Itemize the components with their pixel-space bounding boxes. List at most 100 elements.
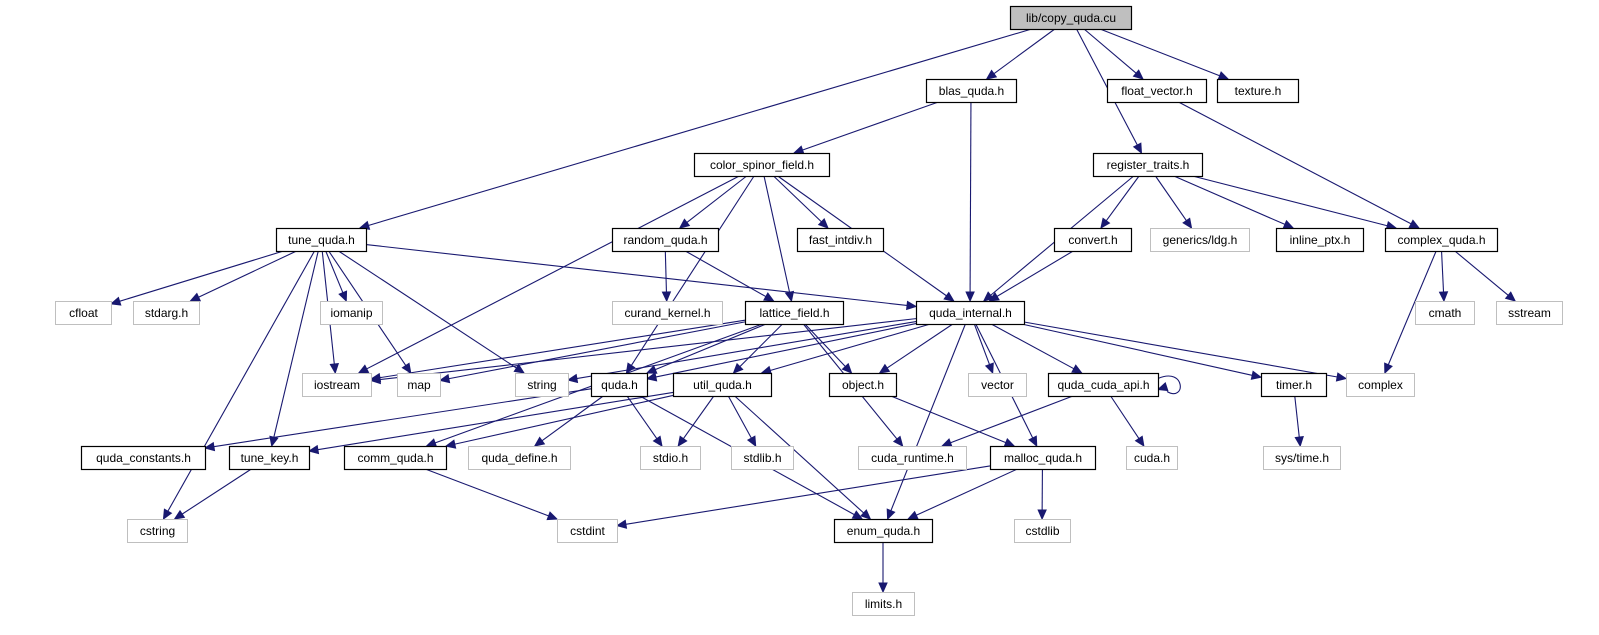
node-label: util_quda.h bbox=[693, 378, 752, 392]
node-label: color_spinor_field.h bbox=[710, 158, 814, 172]
node-quda-internal[interactable]: quda_internal.h bbox=[915, 300, 1026, 326]
node-box bbox=[852, 592, 915, 616]
node-quda[interactable]: quda.h bbox=[590, 372, 649, 398]
edge-arrowhead bbox=[1217, 71, 1230, 80]
node-register-traits[interactable]: register_traits.h bbox=[1092, 152, 1204, 178]
node-object[interactable]: object.h bbox=[828, 372, 898, 398]
edge-copy_quda-to-texture bbox=[1099, 28, 1221, 77]
edge-tune_quda-to-cfloat bbox=[118, 250, 284, 303]
node-box bbox=[1496, 301, 1563, 325]
edge-arrowhead bbox=[615, 519, 628, 529]
node-map: map bbox=[397, 373, 441, 397]
node-box bbox=[275, 227, 368, 253]
edge-register_traits-to-complex_quda bbox=[1192, 175, 1389, 227]
node-tune-quda[interactable]: tune_quda.h bbox=[275, 227, 368, 253]
node-texture[interactable]: texture.h bbox=[1216, 78, 1300, 104]
node-label: tune_quda.h bbox=[288, 233, 355, 247]
node-float-vector[interactable]: float_vector.h bbox=[1106, 78, 1208, 104]
node-label: sys/time.h bbox=[1275, 451, 1329, 465]
node-label: register_traits.h bbox=[1107, 158, 1190, 172]
node-copy-quda[interactable]: lib/copy_quda.cu bbox=[1009, 5, 1133, 31]
node-util-quda[interactable]: util_quda.h bbox=[672, 372, 773, 398]
edge-arrowhead bbox=[566, 373, 579, 384]
node-label: cmath bbox=[1429, 306, 1462, 320]
node-limits: limits.h bbox=[852, 592, 915, 616]
edge-arrowhead bbox=[173, 509, 186, 520]
node-box bbox=[672, 372, 773, 398]
edge-quda_internal-to-quda_cuda_api bbox=[990, 323, 1075, 370]
node-label: iostream bbox=[314, 378, 360, 392]
node-label: cstring bbox=[140, 524, 175, 538]
node-box bbox=[228, 445, 311, 471]
node-box bbox=[612, 301, 723, 325]
edge-tune_key-to-cstring bbox=[181, 468, 252, 516]
node-stdlib: stdlib.h bbox=[731, 446, 794, 470]
edge-arrowhead bbox=[984, 362, 994, 375]
node-random-quda[interactable]: random_quda.h bbox=[611, 227, 720, 253]
edge-arrowhead bbox=[1132, 142, 1143, 155]
node-label: vector bbox=[981, 378, 1014, 392]
edge-arrowhead bbox=[438, 373, 451, 384]
node-label: iomanip bbox=[330, 306, 372, 320]
node-quda-constants[interactable]: quda_constants.h bbox=[80, 445, 207, 471]
node-enum-quda[interactable]: enum_quda.h bbox=[833, 518, 934, 544]
node-lattice-field[interactable]: lattice_field.h bbox=[744, 300, 845, 326]
edge-complex_quda-to-cmath bbox=[1441, 250, 1445, 294]
edge-arrowhead bbox=[817, 217, 829, 229]
node-fast-intdiv[interactable]: fast_intdiv.h bbox=[796, 227, 885, 253]
edge-copy_quda-to-tune_quda bbox=[367, 28, 1032, 227]
node-box bbox=[693, 152, 831, 178]
edge-blas_quda-to-color_spinor_field bbox=[801, 101, 939, 151]
node-box bbox=[640, 446, 701, 470]
edge-arrowhead bbox=[425, 438, 438, 448]
node-box bbox=[1346, 373, 1415, 397]
edge-quda_internal-to-util_quda bbox=[769, 323, 931, 372]
node-box bbox=[833, 518, 934, 544]
edge-quda_internal-to-quda bbox=[654, 323, 917, 378]
node-label: lattice_field.h bbox=[759, 306, 829, 320]
edge-complex_quda-to-sstream bbox=[1454, 250, 1510, 297]
edge-copy_quda-to-float_vector bbox=[1083, 28, 1138, 75]
node-malloc-quda[interactable]: malloc_quda.h bbox=[989, 445, 1097, 471]
edge-arrowhead bbox=[401, 362, 412, 375]
node-box bbox=[1216, 78, 1300, 104]
node-box bbox=[1047, 372, 1160, 398]
node-generics-ldg: generics/ldg.h bbox=[1150, 228, 1250, 252]
node-sstream: sstream bbox=[1496, 301, 1563, 325]
edge-arrowhead bbox=[625, 362, 636, 375]
edge-arrowhead bbox=[1132, 69, 1144, 80]
node-box bbox=[80, 445, 207, 471]
edge-arrowhead bbox=[645, 372, 658, 382]
node-tune-key[interactable]: tune_key.h bbox=[228, 445, 311, 471]
node-box bbox=[1415, 301, 1475, 325]
edge-arrowhead bbox=[985, 69, 998, 80]
node-complex-quda[interactable]: complex_quda.h bbox=[1384, 227, 1499, 253]
node-timer[interactable]: timer.h bbox=[1260, 372, 1328, 398]
edge-malloc_quda-to-cstdint bbox=[624, 465, 991, 525]
node-box bbox=[1384, 227, 1499, 253]
edge-arrowhead bbox=[1504, 291, 1517, 302]
node-comm-quda[interactable]: comm_quda.h bbox=[343, 445, 448, 471]
node-sys-time: sys/time.h bbox=[1263, 446, 1341, 470]
node-inline-ptx[interactable]: inline_ptx.h bbox=[1275, 227, 1365, 253]
node-convert[interactable]: convert.h bbox=[1053, 227, 1133, 253]
edge-arrowhead bbox=[878, 363, 891, 374]
node-blas-quda[interactable]: blas_quda.h bbox=[925, 78, 1018, 104]
node-label: cuda.h bbox=[1134, 451, 1170, 465]
edge-quda_internal-to-iostream bbox=[378, 318, 917, 381]
node-label: quda.h bbox=[601, 378, 638, 392]
edge-arrowhead bbox=[892, 435, 904, 447]
edge-arrowhead bbox=[943, 291, 955, 302]
edge-arrowhead bbox=[1156, 382, 1169, 392]
edge-arrowhead bbox=[189, 292, 202, 302]
node-quda-cuda-api[interactable]: quda_cuda_api.h bbox=[1047, 372, 1160, 398]
edge-register_traits-to-inline_ptx bbox=[1173, 175, 1287, 226]
edge-arrowhead bbox=[1028, 435, 1038, 448]
edge-arrowhead bbox=[329, 363, 340, 375]
node-label: stdarg.h bbox=[145, 306, 188, 320]
edge-tune_quda-to-cstring bbox=[166, 250, 315, 513]
node-label: stdio.h bbox=[653, 451, 688, 465]
edge-copy_quda-to-blas_quda bbox=[992, 28, 1056, 75]
node-color-spinor-field[interactable]: color_spinor_field.h bbox=[693, 152, 831, 178]
node-cuda-runtime: cuda_runtime.h bbox=[858, 446, 967, 470]
